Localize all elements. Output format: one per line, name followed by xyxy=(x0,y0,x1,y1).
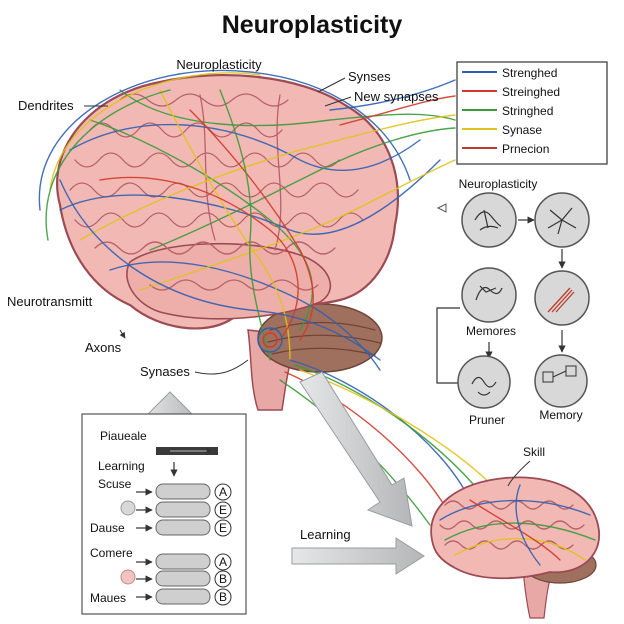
row-letter: B xyxy=(219,590,227,604)
small-brain xyxy=(430,476,601,619)
diagonal-arrow xyxy=(299,371,413,527)
label-new-synapses: New synapses xyxy=(354,89,439,104)
page-title: Neuroplasticity xyxy=(222,11,403,39)
row-badge xyxy=(214,483,232,501)
row-letter: A xyxy=(219,555,227,569)
row-label-dause: Dause xyxy=(90,521,125,535)
neuron-cell-icon xyxy=(461,192,517,248)
row-label-scuse: Scuse xyxy=(98,477,132,491)
new-synapses-leader xyxy=(324,96,352,107)
process-title: Neuroplasticity xyxy=(459,177,538,191)
legend-item: Prnecion xyxy=(502,142,549,156)
label-skill: Skill xyxy=(523,445,545,459)
connection-icon xyxy=(534,270,590,326)
row-pill xyxy=(155,570,211,587)
row-pill xyxy=(155,553,211,570)
row-pill xyxy=(155,588,211,605)
row-badge xyxy=(214,553,232,571)
label-memores: Memores xyxy=(466,324,516,338)
label-memory: Memory xyxy=(539,408,582,422)
learning-arrow xyxy=(291,537,425,575)
row-badge xyxy=(214,570,232,588)
row-label-maues: Maues xyxy=(90,591,126,605)
row-badge xyxy=(214,588,232,606)
hand-icon xyxy=(120,569,136,585)
row-pill xyxy=(155,501,211,518)
label-synses: Synses xyxy=(348,69,391,84)
row-pill xyxy=(155,519,211,536)
memory-network-icon xyxy=(534,354,588,408)
panel-heading: Piaueale xyxy=(100,429,147,443)
label-axons: Axons xyxy=(85,340,122,355)
label-pruner: Pruner xyxy=(469,413,505,427)
row-letter: A xyxy=(219,485,227,499)
legend-item: Streinghed xyxy=(502,85,560,99)
legend-item: Synase xyxy=(502,123,542,137)
synses-leader xyxy=(317,77,346,93)
panel-learning: Learning xyxy=(98,459,145,473)
row-letter: E xyxy=(219,521,227,535)
learning-panel: Piaueale Learning Scuse A E Dause E Come… xyxy=(81,391,247,615)
large-brain xyxy=(38,69,511,526)
label-neurotransmitt: Neurotransmitt xyxy=(7,294,93,309)
row-pill xyxy=(155,483,211,500)
row-label-comere: Comere xyxy=(90,546,133,560)
brain-fibers xyxy=(59,89,456,371)
label-synases: Synases xyxy=(140,364,190,379)
head-icon xyxy=(120,500,136,516)
process-flow: Neuroplasticity Memores Pruner Memory xyxy=(436,177,590,427)
legend-item: Strenghed xyxy=(502,66,557,80)
row-letter: E xyxy=(219,503,227,517)
process-pointer-icon xyxy=(436,203,447,213)
legend: Strenghed Streinghed Stringhed Synase Pr… xyxy=(456,61,608,165)
label-dendrites: Dendrites xyxy=(18,98,74,113)
loop-connector xyxy=(436,307,460,384)
row-letter: B xyxy=(219,572,227,586)
row-badge xyxy=(214,519,232,537)
row-badge xyxy=(214,501,232,519)
synapse-cell-icon xyxy=(461,267,517,323)
legend-item: Stringhed xyxy=(502,104,553,118)
label-neuroplasticity: Neuroplasticity xyxy=(176,57,262,72)
label-learning: Learning xyxy=(300,527,351,542)
